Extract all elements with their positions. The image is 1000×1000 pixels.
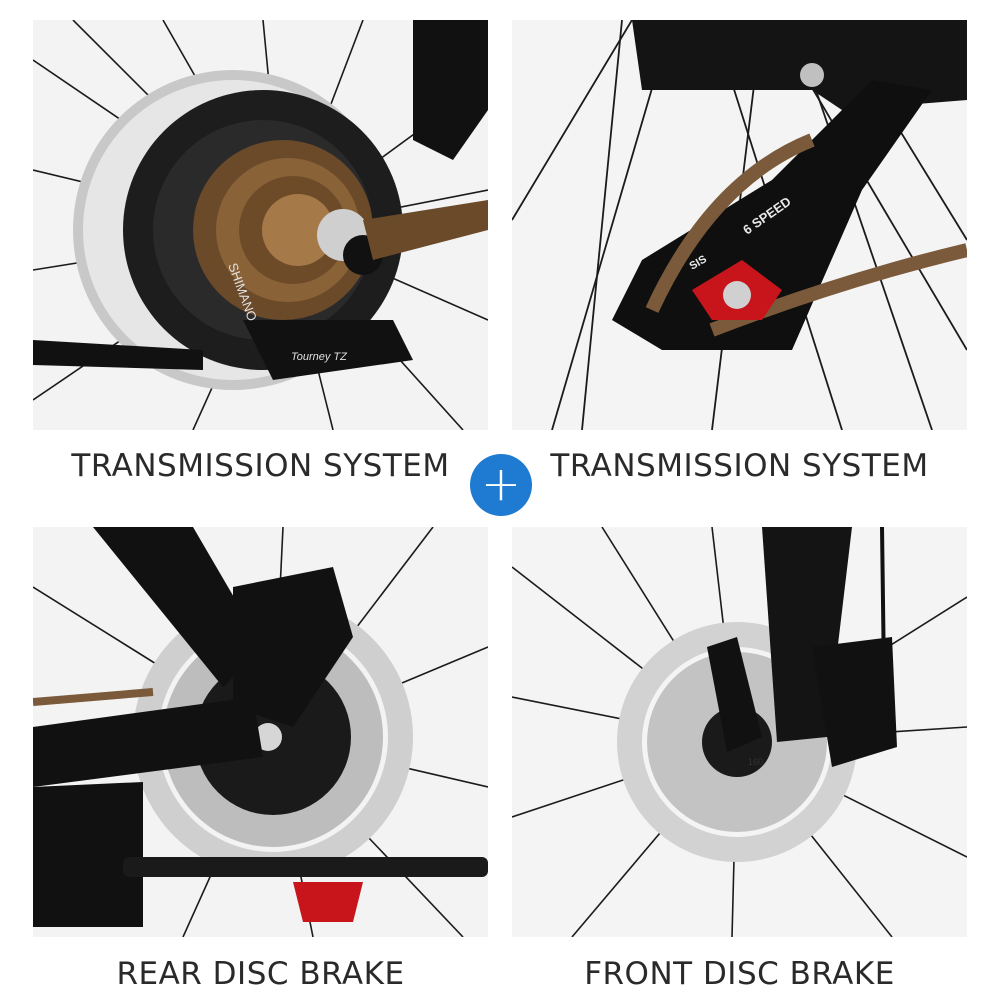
derailleur-illustration: 6 SPEED SIS <box>512 20 967 430</box>
photo-rear-derailleur: 6 SPEED SIS <box>512 20 967 430</box>
photo-rear-cassette: SHIMANO Tourney TZ <box>33 20 488 430</box>
photo-front-disc-brake: 160 <box>512 527 967 937</box>
caption-rear-disc-brake: REAR DISC BRAKE <box>116 956 405 992</box>
caption-transmission-right: TRANSMISSION SYSTEM <box>550 448 929 484</box>
rotor-size-text: 160 <box>748 757 763 767</box>
caption-transmission-left: TRANSMISSION SYSTEM <box>71 448 450 484</box>
cassette-illustration: SHIMANO Tourney TZ <box>33 20 488 430</box>
derailleur-model-text: Tourney TZ <box>291 351 348 363</box>
photo-rear-disc-brake <box>33 527 488 937</box>
rear-brake-illustration <box>33 527 488 937</box>
front-brake-illustration: 160 <box>512 527 967 937</box>
plus-icon: + <box>470 454 532 516</box>
caption-front-disc-brake: FRONT DISC BRAKE <box>584 956 895 992</box>
